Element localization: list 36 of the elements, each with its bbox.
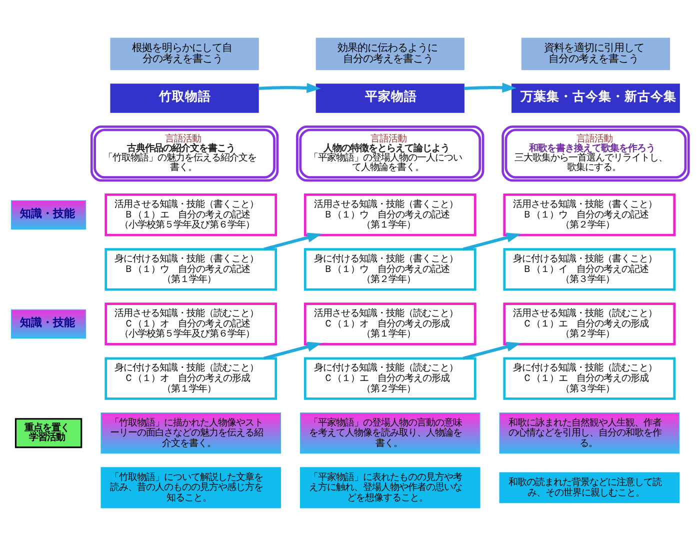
node-box: 万葉集・古今集・新古今集: [512, 83, 680, 112]
node-box: 活用させる知識・技能（書くこと） Ｂ（１）ウ 自分の考えの記述 （第１学年）: [304, 193, 476, 236]
node-box: 言語活動 古典作品の紹介文を書こう 「竹取物語」の魅力を伝える紹介文を書く。: [90, 125, 279, 182]
arrow: [264, 232, 322, 250]
node-box: 言語活動 人物の特徴をとらえて論じよう 「平家物語」の登場人物の一人について人物論を書く。: [296, 125, 484, 182]
node-box: 竹取物語: [110, 83, 259, 112]
node-box: 「平家物語」に表れたものの見方や考え方に触れ、登場人物や作者の思いなどを想像すること。: [300, 466, 480, 508]
arrow: [464, 82, 517, 92]
node-box: 「竹取物語」について解説した文章を読み、昔の人のものの見方や感じ方を知ること。: [100, 466, 281, 508]
node-box: 身に付ける知識・技能（読むこと） Ｃ（１）エ 自分の考えの形成 （第２学年）: [304, 356, 476, 400]
arrow: [264, 341, 322, 360]
node-box: 平家物語: [316, 83, 464, 112]
node-box: 身に付ける知識・技能（書くこと） Ｂ（１）ウ 自分の考えの記述 （第１学年）: [104, 248, 278, 290]
node-box: 知識・技能: [11, 308, 86, 338]
node-box: 活用させる知識・技能（読むこと） Ｃ（１）オ 自分の考えの記述 （小学校第５学年及び第６学年）: [104, 302, 278, 345]
node-box: 「竹取物語」に描かれた人物像やストーリーの面白さなどの魅力を伝える紹介文を書く。: [100, 412, 281, 454]
node-box: 和歌の読まれた背景などに注意して読み、その世界に親しむこと。: [499, 472, 680, 503]
node-box: 身に付ける知識・技能（読むこと） Ｃ（１）エ 自分の考えの形成 （第３学年）: [503, 356, 676, 400]
node-box: 活用させる知識・技能（読むこと） Ｃ（１）エ 自分の考えの形成 （第２学年）: [503, 302, 676, 345]
arrow: [462, 232, 521, 250]
node-box: 活用させる知識・技能（書くこと） Ｂ（１）エ 自分の考えの記述 （小学校第５学年及び第６学年）: [104, 193, 278, 236]
arrow: [462, 341, 521, 360]
node-box: 重点を置く学習活動: [14, 418, 82, 448]
node-box: 身に付ける知識・技能（読むこと） Ｃ（１）オ 自分の考えの形成 （第１学年）: [104, 356, 278, 400]
arrow: [258, 82, 321, 92]
node-box: 身に付ける知識・技能（書くこと） Ｂ（１）イ 自分の考えの記述 （第３学年）: [503, 248, 676, 290]
node-box: 効果的に伝わるように自分の考えを書こう: [316, 37, 464, 70]
node-box: 活用させる知識・技能（書くこと） Ｂ（１）ウ 自分の考えの記述 （第２学年）: [503, 193, 676, 236]
node-box: 身に付ける知識・技能（書くこと） Ｂ（１）ウ 自分の考えの記述 （第２学年）: [304, 248, 476, 290]
node-box: 「平家物語」の登場人物の言動の意味を考えて人物像を読み取り、人物論を書く。: [300, 412, 480, 454]
node-box: 知識・技能: [11, 200, 86, 230]
node-box: 活用させる知識・技能（読むこと） Ｃ（１）オ 自分の考えの形成 （第１学年）: [304, 302, 476, 345]
node-box: 和歌に詠まれた自然観や人生観、作者の心情などを引用し、自分の和歌を作る。: [499, 412, 680, 454]
node-box: 言語活動 和歌を書き換えて歌集を作ろう 三大歌集から一首選んでリライトし、歌集にする。: [502, 125, 690, 182]
node-box: 根拠を明らかにして自分の考えを書こう: [110, 37, 259, 70]
node-box: 資料を適切に引用して自分の考えを書こう: [521, 37, 670, 70]
